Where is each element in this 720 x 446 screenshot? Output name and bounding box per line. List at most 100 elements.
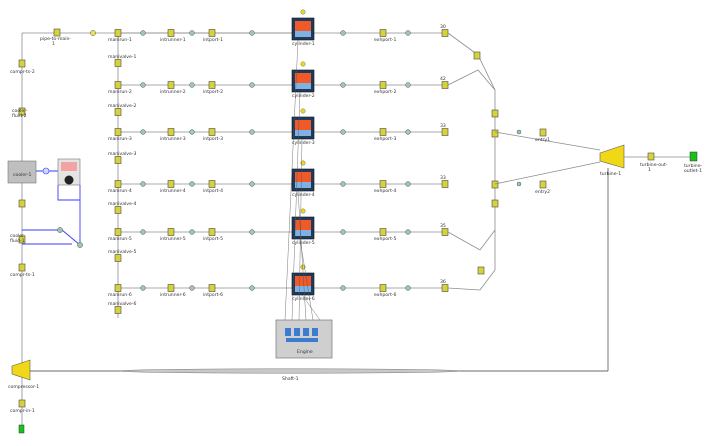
intrunner-node[interactable] [167,180,175,188]
intrunner-valve-icon[interactable] [189,285,195,291]
intake-valve-icon[interactable] [249,129,255,135]
runner-valve-icon[interactable] [140,129,146,135]
compressor-inlet[interactable] [18,424,25,434]
intrunner-valve-icon[interactable] [189,82,195,88]
sensor-icon[interactable] [42,167,50,175]
exhport-node[interactable] [379,228,387,236]
runner-valve-icon[interactable] [140,82,146,88]
exhaust-valve-icon[interactable] [340,82,346,88]
intrunner-node[interactable] [167,128,175,136]
injector-icon[interactable] [300,208,306,214]
intrunner-valve-icon[interactable] [189,129,195,135]
intport-node[interactable] [208,128,216,136]
compressor-icon[interactable] [11,359,31,381]
runner-valve-icon[interactable] [140,181,146,187]
exhport-valve-icon[interactable] [405,30,411,36]
intrunner-valve-icon[interactable] [189,30,195,36]
manivalve-node[interactable] [114,254,122,262]
exhport-valve-icon[interactable] [405,285,411,291]
exhaust-runner-node[interactable] [441,228,449,236]
intport-node[interactable] [208,284,216,292]
manirun-node[interactable] [114,81,122,89]
cooler-node-mid[interactable] [18,199,26,208]
intake-valve-icon[interactable] [249,285,255,291]
manivalve-node[interactable] [114,206,122,214]
intrunner-node[interactable] [167,81,175,89]
compr-in-node[interactable] [18,399,26,408]
runner-valve-icon[interactable] [140,285,146,291]
exhport-node[interactable] [379,180,387,188]
exhport-node[interactable] [379,81,387,89]
turbine-outlet-icon[interactable] [689,151,698,162]
manirun-node[interactable] [114,228,122,236]
entry1-valve[interactable] [516,129,522,135]
turbine-out-node[interactable] [647,152,655,161]
junction-node[interactable] [90,30,96,36]
turbine-icon[interactable] [599,144,625,169]
intrunner-node[interactable] [167,228,175,236]
control-valve-2[interactable] [77,242,83,248]
entry2-valve[interactable] [516,181,522,187]
exhaust-runner-node[interactable] [441,29,449,37]
intake-valve-icon[interactable] [249,30,255,36]
shaft-body[interactable] [119,368,461,374]
collector-node-5[interactable] [491,180,499,189]
injector-icon[interactable] [300,61,306,67]
manirun-node[interactable] [114,128,122,136]
intport-node[interactable] [208,228,216,236]
runner-valve-icon[interactable] [140,229,146,235]
intake-valve-icon[interactable] [249,181,255,187]
collector-node-6[interactable] [491,199,499,208]
injector-icon[interactable] [300,9,306,15]
control-valve[interactable] [57,227,63,233]
runner-valve-icon[interactable] [140,30,146,36]
intrunner-node[interactable] [167,284,175,292]
intport-node[interactable] [208,180,216,188]
exhaust-runner-node[interactable] [441,81,449,89]
exhport-valve-icon[interactable] [405,181,411,187]
exhaust-valve-icon[interactable] [340,181,346,187]
pipe-to-main-node[interactable] [53,28,61,37]
manivalve-node[interactable] [114,59,122,67]
exhport-node[interactable] [379,284,387,292]
intport-node[interactable] [208,29,216,37]
exhport-valve-icon[interactable] [405,129,411,135]
exhport-node[interactable] [379,128,387,136]
compr-ts-1-node[interactable] [18,263,26,272]
injector-icon[interactable] [300,108,306,114]
intake-valve-icon[interactable] [249,229,255,235]
entry2-node[interactable] [539,180,547,189]
exhaust-valve-icon[interactable] [340,229,346,235]
manivalve-node[interactable] [114,156,122,164]
exhaust-valve-icon[interactable] [340,30,346,36]
compr-ts-2-node[interactable] [18,59,26,68]
cooler-node-low[interactable] [18,235,26,244]
exhaust-valve-icon[interactable] [340,129,346,135]
entry1-node[interactable] [539,128,547,137]
exhport-node[interactable] [379,29,387,37]
collector-node-2[interactable] [477,266,485,275]
exhaust-runner-node[interactable] [441,180,449,188]
manirun-node[interactable] [114,284,122,292]
manirun-node[interactable] [114,29,122,37]
exhaust-runner-node[interactable] [441,128,449,136]
manirun-node[interactable] [114,180,122,188]
exhaust-valve-icon[interactable] [340,285,346,291]
collector-node-3[interactable] [491,109,499,118]
manivalve-node[interactable] [114,108,122,116]
collector-node-1[interactable] [473,51,481,60]
intport-node[interactable] [208,81,216,89]
exhaust-runner-node[interactable] [441,284,449,292]
collector-node-4[interactable] [491,129,499,138]
cooler-node-top[interactable] [18,107,26,116]
injector-icon[interactable] [300,160,306,166]
cooler-block[interactable] [7,160,37,184]
intake-valve-icon[interactable] [249,82,255,88]
manivalve-node[interactable] [114,306,122,314]
intrunner-valve-icon[interactable] [189,229,195,235]
intrunner-node[interactable] [167,29,175,37]
exhport-valve-icon[interactable] [405,229,411,235]
exhport-valve-icon[interactable] [405,82,411,88]
intrunner-valve-icon[interactable] [189,181,195,187]
